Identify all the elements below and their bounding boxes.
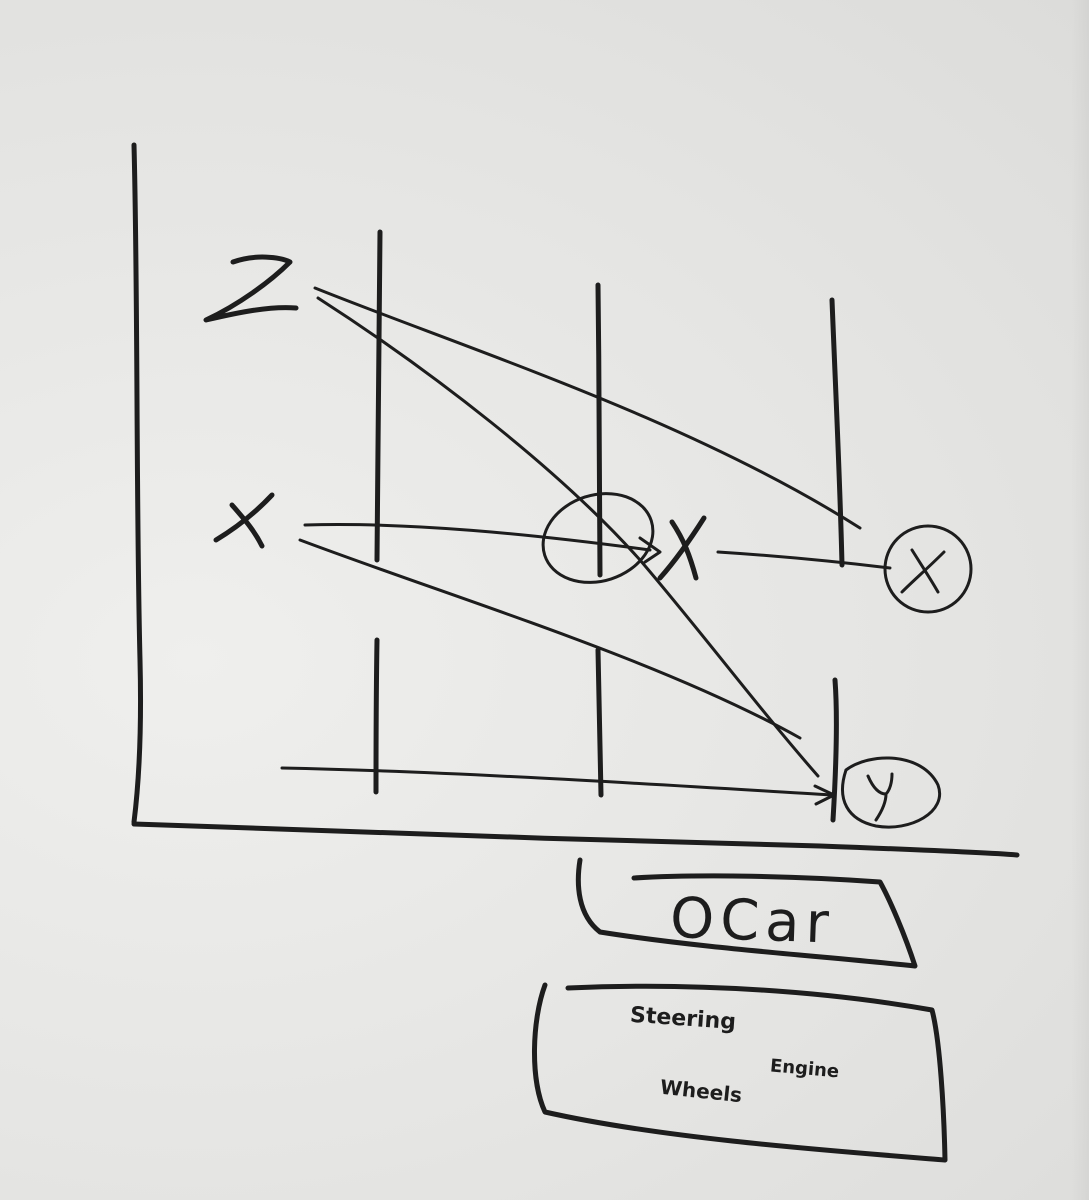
box2-line2: Engine <box>769 1055 840 1082</box>
column-divider-3-lower <box>830 677 839 823</box>
column-divider-2 <box>595 282 603 578</box>
edge-midx-to-circled-x <box>716 550 892 570</box>
circled-y-node <box>841 756 942 829</box>
box1-outline <box>575 857 918 969</box>
column-divider-2-lower <box>595 647 604 798</box>
circled-x-glyph-a <box>910 548 940 594</box>
mid-crossing-circle <box>541 492 655 584</box>
box2-outline <box>532 982 948 1163</box>
label-z-glyph <box>203 254 299 323</box>
column-divider-1-lower <box>373 637 380 795</box>
label-x-glyph-b <box>213 492 275 543</box>
mid-x-glyph-b <box>657 515 707 581</box>
circled-x-glyph-b <box>900 550 946 594</box>
circled-y-glyph <box>866 772 894 822</box>
edge-bottom-to-y <box>280 766 834 797</box>
circled-x-node <box>883 524 973 614</box>
edge-x-to-y <box>298 538 802 740</box>
box2-line3: Wheels <box>659 1075 743 1107</box>
box1-text: OCar <box>669 886 836 957</box>
box2-line1: Steering <box>629 1003 737 1035</box>
edge-z-to-right <box>313 286 862 530</box>
edge-bottom-arrowhead <box>813 784 836 806</box>
label-x-glyph-a <box>229 502 265 549</box>
y-axis-line <box>131 142 144 825</box>
whiteboard-edge <box>1071 0 1089 1200</box>
column-divider-1 <box>374 229 383 563</box>
x-axis-line <box>131 821 1020 858</box>
edge-x-arrowhead <box>638 536 662 564</box>
edge-x-to-mid <box>303 523 652 552</box>
column-divider-3 <box>829 297 845 568</box>
